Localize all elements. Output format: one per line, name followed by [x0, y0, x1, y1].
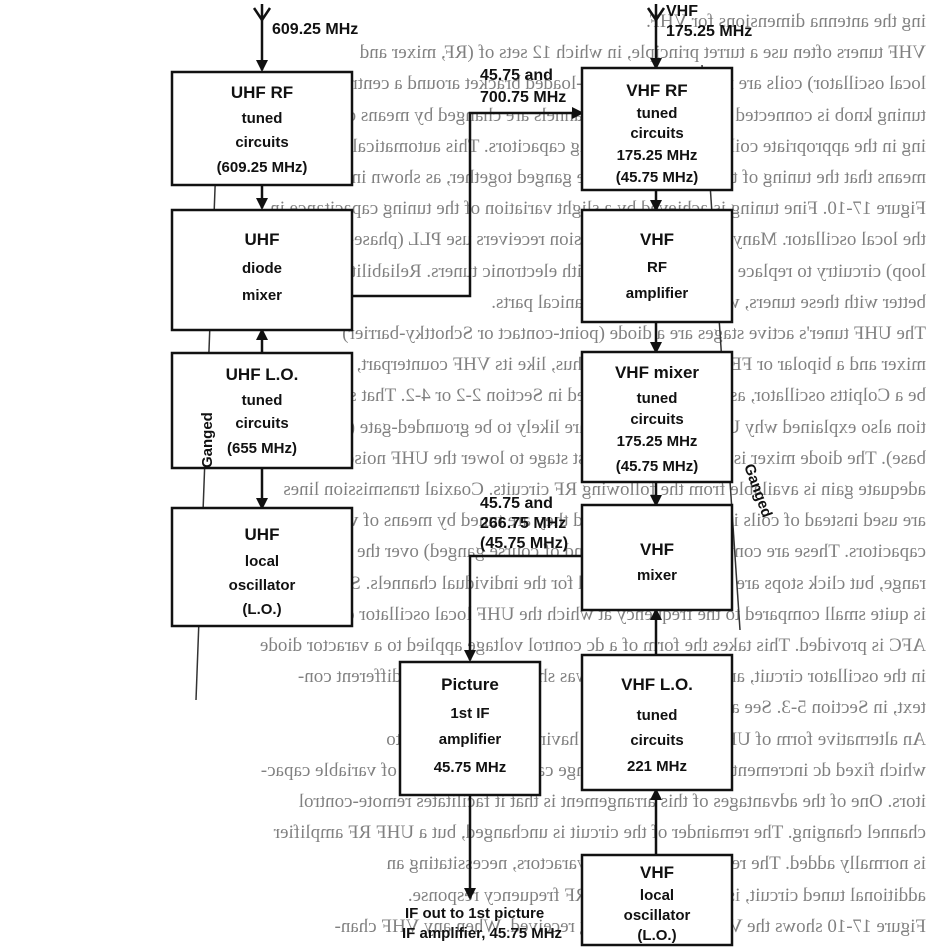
block-labels: UHF RF tuned circuits (609.25 MHz) UHF d…: [217, 81, 700, 944]
pic-if-freq: 45.75 MHz: [434, 759, 507, 776]
arrowheads: [256, 58, 662, 900]
vhf-mixer-tuned-freq: 175.25 MHz: [617, 433, 698, 450]
arrow-vhf-mixer-tuned: [650, 342, 662, 354]
uhf-osc-title: UHF: [245, 525, 280, 544]
uhf-to-vhf-label-2: 700.75 MHz: [480, 89, 566, 106]
uhf-rf-freq: (609.25 MHz): [217, 159, 308, 176]
vhf-amp-title: VHF: [640, 230, 674, 249]
ganged-label-left: Ganged: [199, 412, 216, 468]
arrow-vhf-ant: [650, 58, 662, 70]
vhf-rf-freq: 175.25 MHz: [617, 147, 698, 164]
mixer-in-label-1: 45.75 and: [480, 495, 553, 512]
vhf-mixer-box: [580, 503, 734, 612]
vhf-amp-box: [580, 208, 734, 324]
vhf-osc-line3: oscillator: [624, 907, 691, 924]
vhf-rf-line2: tuned: [637, 105, 678, 122]
uhf-mixer-title: UHF: [245, 230, 280, 249]
if-out-label-2: IF amplifier, 45.75 MHz: [402, 925, 562, 942]
pic-if-line3: amplifier: [439, 731, 502, 748]
uhf-osc-line3: oscillator: [229, 577, 296, 594]
vhf-osc-title: VHF: [640, 863, 674, 882]
vhf-amp-line3: amplifier: [626, 285, 689, 302]
uhf-lo-line3: circuits: [235, 415, 288, 432]
arrow-uhf-ant: [256, 60, 268, 72]
vhf-osc-line4: (L.O.): [637, 927, 676, 944]
arrow-vhf-mixer: [650, 495, 662, 507]
picture-if-box: [398, 660, 542, 797]
vhf-mixer-tuned-line2: tuned: [637, 390, 678, 407]
uhf-osc-box: [170, 506, 354, 628]
vhf-rf-line3: circuits: [630, 125, 683, 142]
vhf-rf-image: (45.75 MHz): [616, 169, 699, 186]
vhf-rf-title: VHF RF: [626, 81, 687, 100]
uhf-lo-box: [170, 351, 354, 470]
uhf-lo-line2: tuned: [242, 392, 283, 409]
uhf-mixer-box: [170, 208, 354, 332]
vhf-mixer-title: VHF: [640, 540, 674, 559]
vhf-lo-freq: 221 MHz: [627, 758, 687, 775]
pic-if-title: Picture: [441, 675, 499, 694]
vhf-mixer-tuned-title: VHF mixer: [615, 363, 699, 382]
vhf-antenna-freq: 175.25 MHz: [666, 23, 752, 40]
vhf-osc-line2: local: [640, 887, 674, 904]
arrow-vhf-lo-up: [650, 608, 662, 620]
uhf-lo-title: UHF L.O.: [226, 365, 299, 384]
arrow-uhf-mixer: [256, 198, 268, 210]
uhf-rf-title: UHF RF: [231, 83, 293, 102]
mixer-in-label-2: 266.75 MHz: [480, 515, 566, 532]
uhf-osc-line4: (L.O.): [242, 601, 281, 618]
uhf-rf-box: [170, 70, 354, 187]
uhf-rf-line3: circuits: [235, 134, 288, 151]
blocks: [170, 66, 734, 947]
arrow-vhf-lo-in: [650, 788, 662, 800]
vhf-mixer-tuned-image: (45.75 MHz): [616, 458, 699, 475]
arrow-vhf-amp: [650, 200, 662, 212]
arrow-if-out: [464, 888, 476, 900]
vhf-mixer-tuned-line3: circuits: [630, 411, 683, 428]
pic-if-line2: 1st IF: [450, 705, 489, 722]
uhf-to-vhf-label-1: 45.75 and: [480, 67, 553, 84]
uhf-mixer-line2: diode: [242, 260, 282, 277]
signal-wires: [260, 16, 658, 898]
if-out-label-1: IF out to 1st picture: [405, 905, 544, 922]
mixer-in-label-3: (45.75 MHz): [480, 535, 568, 552]
vhf-osc-box: [580, 853, 734, 947]
wire-vhf-mixer-to-if: [468, 554, 582, 660]
signal-labels: 609.25 MHz VHF 175.25 MHz 45.75 and 700.…: [199, 3, 775, 942]
uhf-mixer-line3: mixer: [242, 287, 282, 304]
vhf-lo-line3: circuits: [630, 732, 683, 749]
uhf-rf-line2: tuned: [242, 110, 283, 127]
arrow-vhf-rf-in: [572, 107, 584, 119]
ganged-label-right: Ganged: [740, 462, 775, 520]
uhf-lo-freq: (655 MHz): [227, 440, 297, 457]
vhf-mixer-line2: mixer: [637, 567, 677, 584]
vhf-amp-line2: RF: [647, 259, 667, 276]
vhf-lo-box: [580, 653, 734, 792]
uhf-antenna-freq: 609.25 MHz: [272, 21, 358, 38]
vhf-antenna-label: VHF: [666, 3, 698, 20]
uhf-antenna-icon: [252, 4, 272, 23]
vhf-lo-line2: tuned: [637, 707, 678, 724]
arrow-uhf-osc: [256, 498, 268, 510]
uhf-osc-line2: local: [245, 553, 279, 570]
wire-uhf-mixer-to-vhf-rf: [352, 111, 582, 298]
vhf-rf-box: [580, 66, 734, 192]
vhf-antenna-icon: [646, 4, 666, 23]
vhf-mixer-tuned-box: [580, 350, 734, 484]
vhf-lo-title: VHF L.O.: [621, 675, 693, 694]
arrow-if-in: [464, 650, 476, 662]
arrow-uhf-lo-up: [256, 328, 268, 340]
